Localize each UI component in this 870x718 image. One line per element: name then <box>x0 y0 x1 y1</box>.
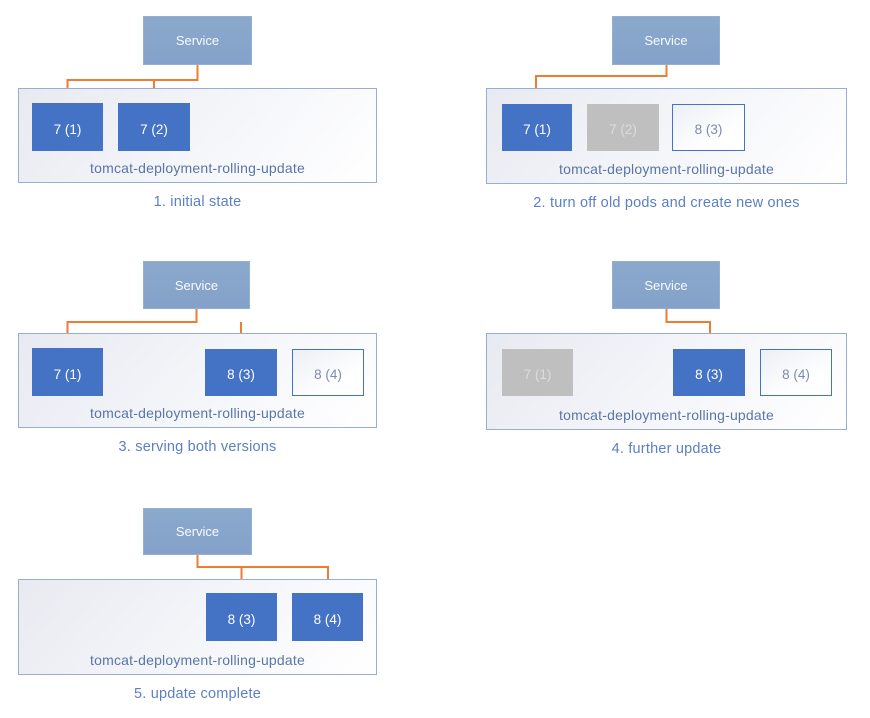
service-box: Service <box>143 508 252 555</box>
service-label: Service <box>644 277 688 293</box>
service-box: Service <box>612 261 720 309</box>
panel-caption: 1. initial state <box>153 194 242 210</box>
pod: 8 (4) <box>760 349 832 396</box>
pod: 8 (4) <box>292 593 363 641</box>
deployment-label: tomcat-deployment-rolling-update <box>90 405 305 421</box>
service-box: Service <box>143 261 250 309</box>
pod: 7 (1) <box>502 349 573 396</box>
pod: 7 (1) <box>32 348 103 396</box>
deployment-label: tomcat-deployment-rolling-update <box>90 160 305 176</box>
pod: 7 (1) <box>32 103 103 151</box>
deployment-label: tomcat-deployment-rolling-update <box>90 652 305 668</box>
pod: 8 (3) <box>206 593 277 641</box>
pod: 7 (2) <box>587 104 659 151</box>
service-label: Service <box>175 524 220 539</box>
pod: 8 (3) <box>672 104 745 151</box>
panel-caption: 2. turn off old pods and create new ones <box>533 195 800 211</box>
service-box: Service <box>612 16 720 65</box>
panel-caption: 4. further update <box>611 441 722 457</box>
panel-caption: 5. update complete <box>134 686 261 702</box>
pod: 7 (1) <box>502 104 572 151</box>
pod: 8 (4) <box>292 349 364 396</box>
service-label: Service <box>175 33 220 48</box>
pod: 7 (2) <box>118 103 190 151</box>
service-box: Service <box>143 16 252 65</box>
panel-caption: 3. serving both versions <box>118 439 277 455</box>
deployment-label: tomcat-deployment-rolling-update <box>559 161 774 177</box>
service-label: Service <box>644 33 688 48</box>
pod: 8 (3) <box>205 349 277 396</box>
deployment-label: tomcat-deployment-rolling-update <box>559 407 774 423</box>
service-label: Service <box>174 277 219 293</box>
pod: 8 (3) <box>673 349 745 396</box>
